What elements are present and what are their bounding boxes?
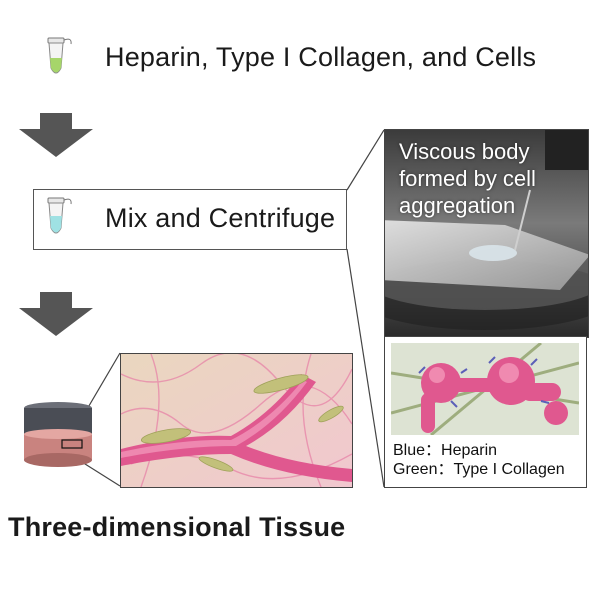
molecular-illustration-panel: Blue：Heparin Green：Type I Collagen [384, 336, 587, 488]
photo-caption-line-3: aggregation [399, 193, 516, 218]
viscous-body-photo: Viscous body formed by cell aggregation [384, 129, 589, 338]
photo-caption-line-1: Viscous body [399, 139, 530, 164]
result-title: Three-dimensional Tissue [8, 512, 346, 542]
step-label-mix: Mix and Centrifuge [105, 203, 336, 233]
heparin-collagen-illustration [391, 343, 579, 435]
legend-collagen: Green：Type I Collagen [393, 461, 565, 478]
step-box-mix [33, 189, 347, 250]
down-arrow-icon [17, 292, 95, 343]
photo-caption-line-2: formed by cell [399, 166, 536, 191]
culture-dish-icon [18, 400, 98, 477]
down-arrow-icon [17, 113, 95, 164]
step-label-reagents: Heparin, Type I Collagen, and Cells [105, 42, 537, 72]
legend-heparin: Blue：Heparin [393, 442, 498, 459]
tissue-illustration [120, 353, 353, 488]
tube-icon [46, 196, 72, 245]
tube-icon [46, 36, 72, 85]
